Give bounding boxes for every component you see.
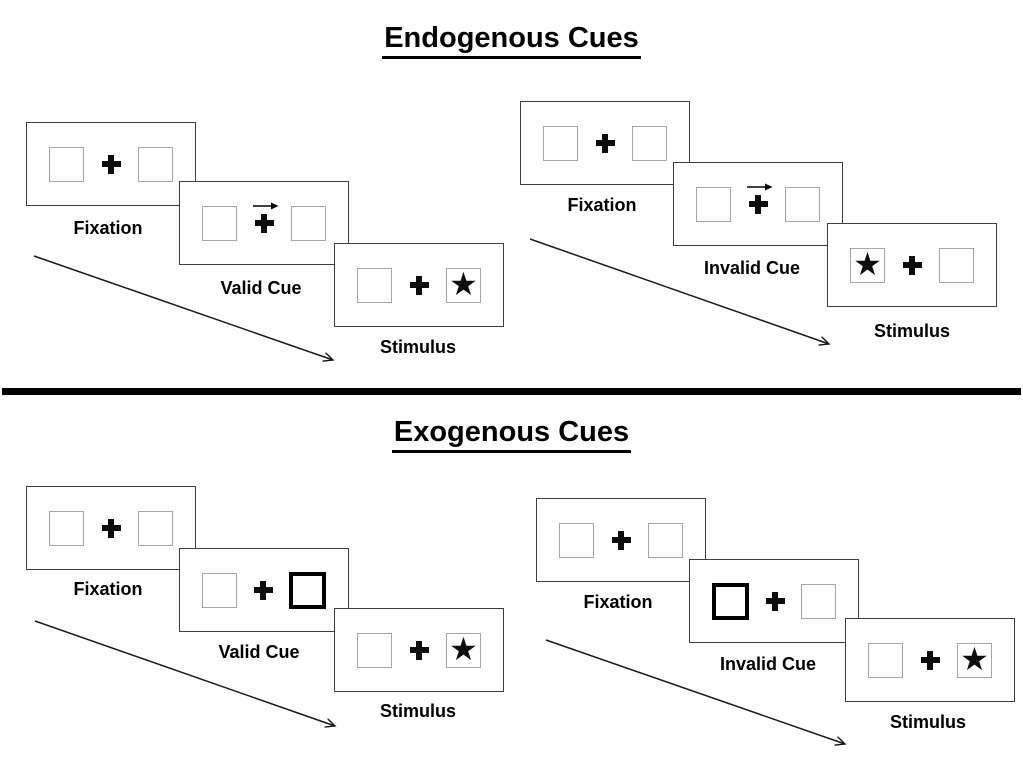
fixation-cross-icon (766, 592, 785, 611)
fixation-cross-icon (102, 519, 121, 538)
panel-label: Fixation (73, 579, 143, 599)
panel-valid-cue (179, 181, 349, 265)
panel-label: Stimulus (873, 321, 950, 341)
right-target-box: ★ (446, 631, 481, 668)
timeline-arrow-icon (34, 620, 335, 726)
timeline-arrow-icon (33, 255, 333, 360)
panel-label: Valid Cue (220, 278, 302, 298)
fixation-cross-icon (903, 256, 922, 275)
right-target-box: ★ (957, 641, 992, 678)
left-placeholder-box (49, 510, 84, 546)
left-placeholder-box (49, 146, 84, 182)
panel-label: Fixation (583, 592, 653, 612)
panel-fixation (26, 486, 196, 570)
panel-label: Fixation (567, 195, 637, 215)
left-placeholder-box (543, 125, 578, 161)
right-placeholder-box (785, 186, 820, 222)
panel-fixation (536, 498, 706, 582)
section-title-exogenous: Exogenous Cues (0, 416, 1023, 453)
star-icon: ★ (449, 631, 478, 667)
right-cue-box (289, 571, 326, 609)
star-icon: ★ (449, 266, 478, 302)
right-placeholder-box (801, 583, 836, 619)
fixation-cross-icon (921, 651, 940, 670)
fixation-cross-icon (746, 183, 772, 214)
fixation-cross-icon (612, 531, 631, 550)
section-divider (2, 388, 1021, 395)
panel-stimulus: ★ (845, 618, 1015, 702)
left-placeholder-box (559, 522, 594, 558)
panel-label: Invalid Cue (719, 654, 817, 674)
left-cue-box (712, 582, 749, 620)
left-placeholder-box (357, 632, 392, 668)
panel-invalid-cue (689, 559, 859, 643)
right-placeholder-box (632, 125, 667, 161)
panel-label: Stimulus (379, 337, 456, 357)
panel-stimulus: ★ (827, 223, 997, 307)
fixation-cross-icon (102, 155, 121, 174)
right-placeholder-box (939, 247, 974, 283)
left-placeholder-box (202, 205, 237, 241)
panel-label: Valid Cue (218, 642, 300, 662)
left-target-box: ★ (850, 246, 885, 283)
panel-invalid-cue (673, 162, 843, 246)
panel-label: Stimulus (889, 712, 966, 732)
panel-label: Invalid Cue (703, 258, 801, 278)
right-placeholder-box (138, 146, 173, 182)
right-placeholder-box (291, 205, 326, 241)
panel-fixation (26, 122, 196, 206)
left-placeholder-box (868, 642, 903, 678)
star-icon: ★ (853, 246, 882, 282)
fixation-cross-icon (410, 641, 429, 660)
right-target-box: ★ (446, 266, 481, 303)
cue-arrow-right-icon (252, 202, 278, 209)
left-placeholder-box (357, 267, 392, 303)
left-placeholder-box (696, 186, 731, 222)
panel-label: Fixation (73, 218, 143, 238)
fixation-cross-icon (254, 581, 273, 600)
panel-valid-cue (179, 548, 349, 632)
panel-fixation (520, 101, 690, 185)
panel-label: Stimulus (379, 701, 456, 721)
section-title-endogenous: Endogenous Cues (0, 22, 1023, 59)
timeline-arrow-icon (529, 238, 829, 344)
fixation-cross-icon (410, 276, 429, 295)
panel-stimulus: ★ (334, 608, 504, 692)
panel-stimulus: ★ (334, 243, 504, 327)
star-icon: ★ (960, 641, 989, 677)
cue-arrow-right-icon (746, 183, 772, 190)
fixation-cross-icon (252, 202, 278, 233)
left-placeholder-box (202, 572, 237, 608)
right-placeholder-box (138, 510, 173, 546)
right-placeholder-box (648, 522, 683, 558)
fixation-cross-icon (596, 134, 615, 153)
